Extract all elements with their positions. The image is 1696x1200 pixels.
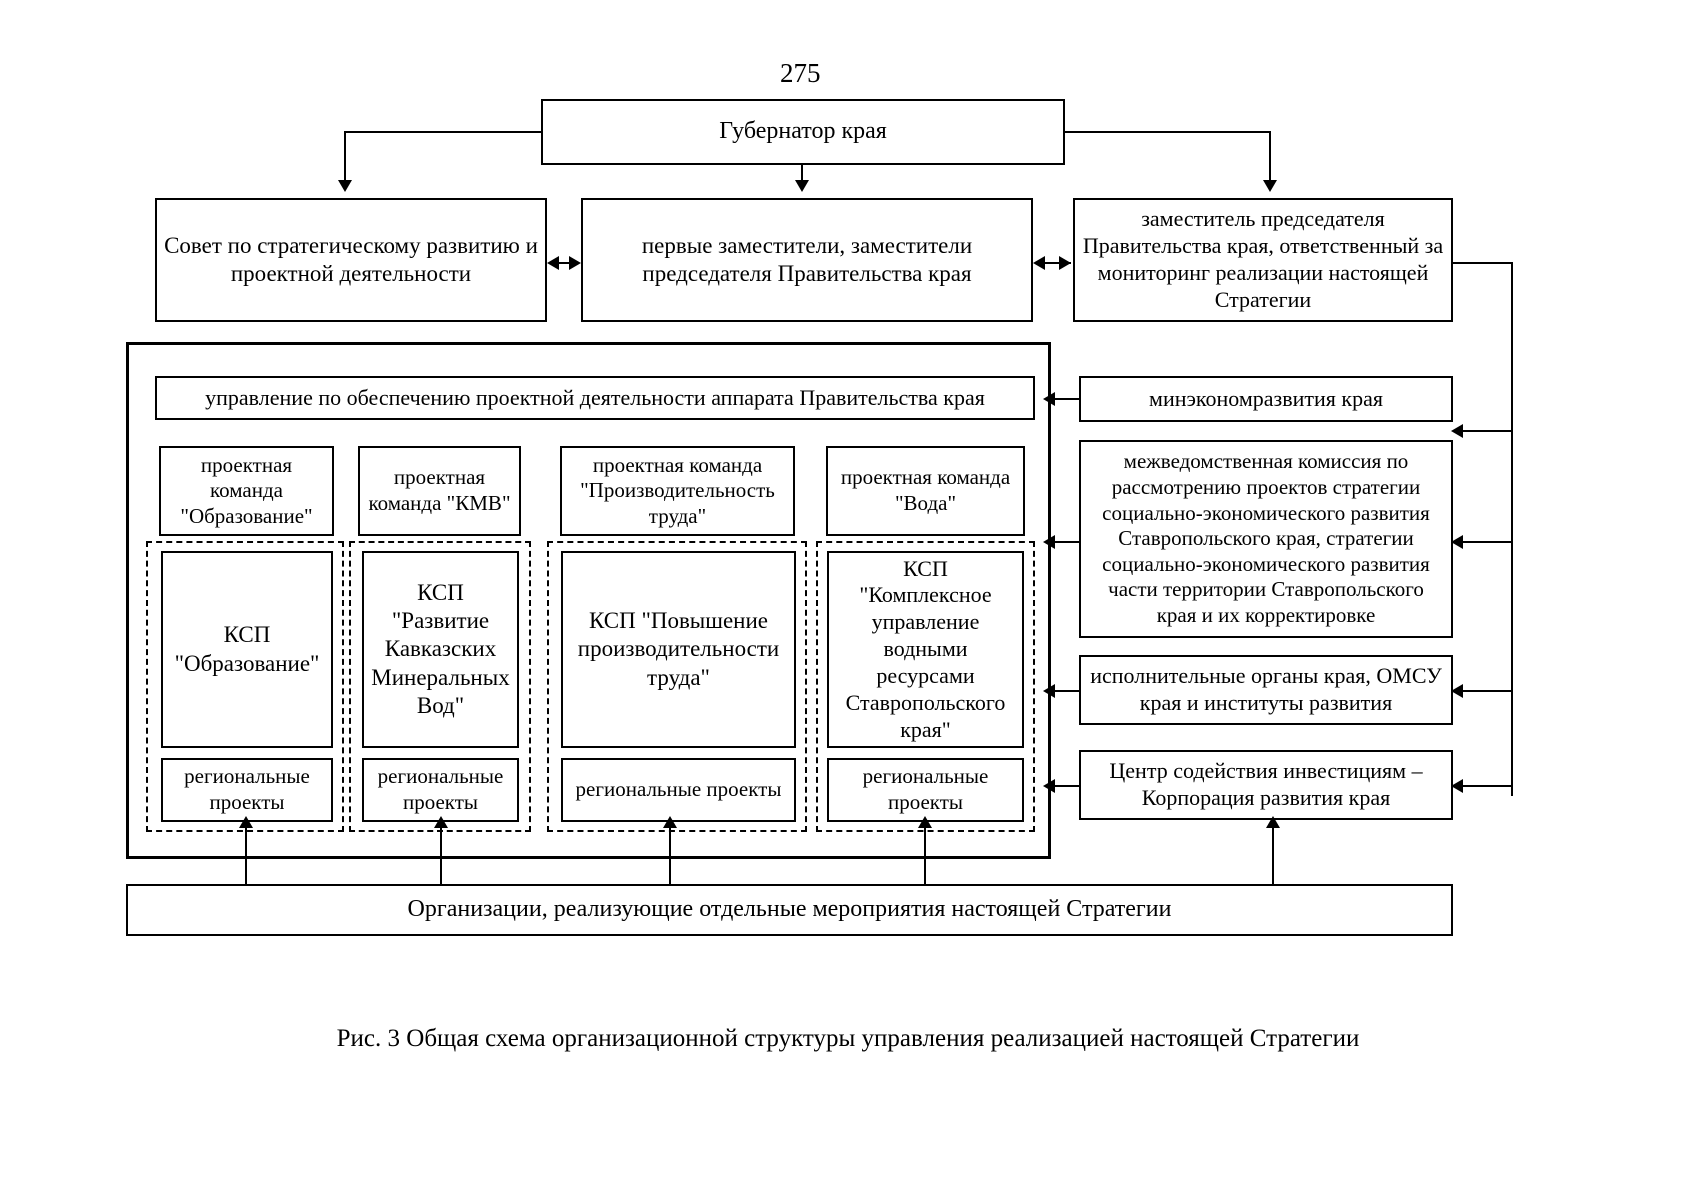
box-minekonomrazvitiya[interactable]: минэкономразвития края: [1079, 376, 1453, 422]
box-team-productivity[interactable]: проектная команда "Производительность тр…: [560, 446, 795, 536]
box-ksp-education[interactable]: КСП "Образование": [161, 551, 333, 748]
arrowhead-executive-right: [1451, 684, 1463, 698]
right-bus-top-h: [1451, 262, 1513, 264]
connector-bottom-up-2: [440, 826, 442, 884]
connector-bottom-up-3: [669, 826, 671, 884]
box-team-kmv[interactable]: проектная команда "КМВ": [358, 446, 521, 536]
arrowhead-up-center: [1266, 816, 1280, 828]
arrowhead-deputies-left: [1033, 256, 1045, 270]
box-deputy-chairs[interactable]: первые заместители, заместители председа…: [581, 198, 1033, 322]
arrowhead-up-3: [663, 816, 677, 828]
arrowhead-commission-right: [1451, 535, 1463, 549]
arrowhead-panel-center: [1043, 779, 1055, 793]
arrowhead-panel-executive: [1043, 684, 1055, 698]
arrowhead-council-left: [547, 256, 559, 270]
connector-governor-mid-v: [801, 165, 803, 183]
box-team-water[interactable]: проектная команда "Вода": [826, 446, 1025, 536]
box-executive-bodies[interactable]: исполнительные органы края, ОМСУ края и …: [1079, 655, 1453, 725]
box-regional-projects-water[interactable]: региональные проекты: [827, 758, 1024, 822]
right-bus-branch-2: [1455, 541, 1513, 543]
connector-commission-to-panel: [1055, 541, 1079, 543]
connector-bottom-up-center: [1272, 826, 1274, 884]
connector-bottom-up-4: [924, 826, 926, 884]
box-team-education[interactable]: проектная команда "Образование": [159, 446, 334, 536]
arrowhead-governor-left: [338, 180, 352, 192]
arrowhead-panel-header: [1043, 392, 1055, 406]
box-governor[interactable]: Губернатор края: [541, 99, 1065, 165]
box-interagency-commission[interactable]: межведомственная комиссия по рассмотрени…: [1079, 440, 1453, 638]
box-project-activity-office[interactable]: управление по обеспечению проектной деят…: [155, 376, 1035, 420]
right-bus-branch-3: [1455, 690, 1513, 692]
arrowhead-deputies-right: [569, 256, 581, 270]
arrowhead-center-right: [1451, 779, 1463, 793]
connector-executive-to-panel: [1055, 690, 1079, 692]
arrowhead-up-4: [918, 816, 932, 828]
box-ksp-water[interactable]: КСП "Комплексное управление водными ресу…: [827, 551, 1024, 748]
right-bus-branch-1: [1455, 430, 1513, 432]
figure-caption: Рис. 3 Общая схема организационной струк…: [336, 1025, 1360, 1052]
box-investment-center[interactable]: Центр содействия инвестициям – Корпораци…: [1079, 750, 1453, 820]
right-bus-v: [1511, 262, 1513, 796]
arrowhead-governor-mid: [795, 180, 809, 192]
arrowhead-up-1: [239, 816, 253, 828]
box-regional-projects-kmv[interactable]: региональные проекты: [362, 758, 519, 822]
connector-minecon-to-panel: [1055, 398, 1079, 400]
arrowhead-panel-commission: [1043, 535, 1055, 549]
dashed-group-productivity: [547, 541, 807, 832]
right-bus-branch-4: [1455, 785, 1513, 787]
connector-bottom-up-1: [245, 826, 247, 884]
connector-governor-right-v: [1269, 131, 1271, 183]
connector-governor-right-h: [1063, 131, 1271, 133]
box-monitoring-deputy[interactable]: заместитель председателя Правительства к…: [1073, 198, 1453, 322]
arrowhead-governor-right: [1263, 180, 1277, 192]
connector-center-to-panel: [1055, 785, 1079, 787]
box-strategic-council[interactable]: Совет по стратегическому развитию и прое…: [155, 198, 547, 322]
connector-deputies-monitoring: [1037, 262, 1071, 264]
connector-governor-left-h: [344, 131, 543, 133]
box-ksp-kmv[interactable]: КСП "Развитие Кавказских Минеральных Вод…: [362, 551, 519, 748]
connector-council-deputies: [551, 262, 579, 264]
connector-governor-left-v: [344, 131, 346, 183]
arrowhead-minecon-right: [1451, 424, 1463, 438]
inner-panel-frame: [126, 342, 1051, 859]
box-regional-projects-productivity[interactable]: региональные проекты: [561, 758, 796, 822]
arrowhead-up-2: [434, 816, 448, 828]
box-ksp-productivity[interactable]: КСП "Повышение производительности труда": [561, 551, 796, 748]
box-implementing-organizations[interactable]: Организации, реализующие отдельные мероп…: [126, 884, 1453, 936]
arrowhead-monitoring-right: [1059, 256, 1071, 270]
box-regional-projects-education[interactable]: региональные проекты: [161, 758, 333, 822]
page-number: 275: [780, 58, 821, 88]
